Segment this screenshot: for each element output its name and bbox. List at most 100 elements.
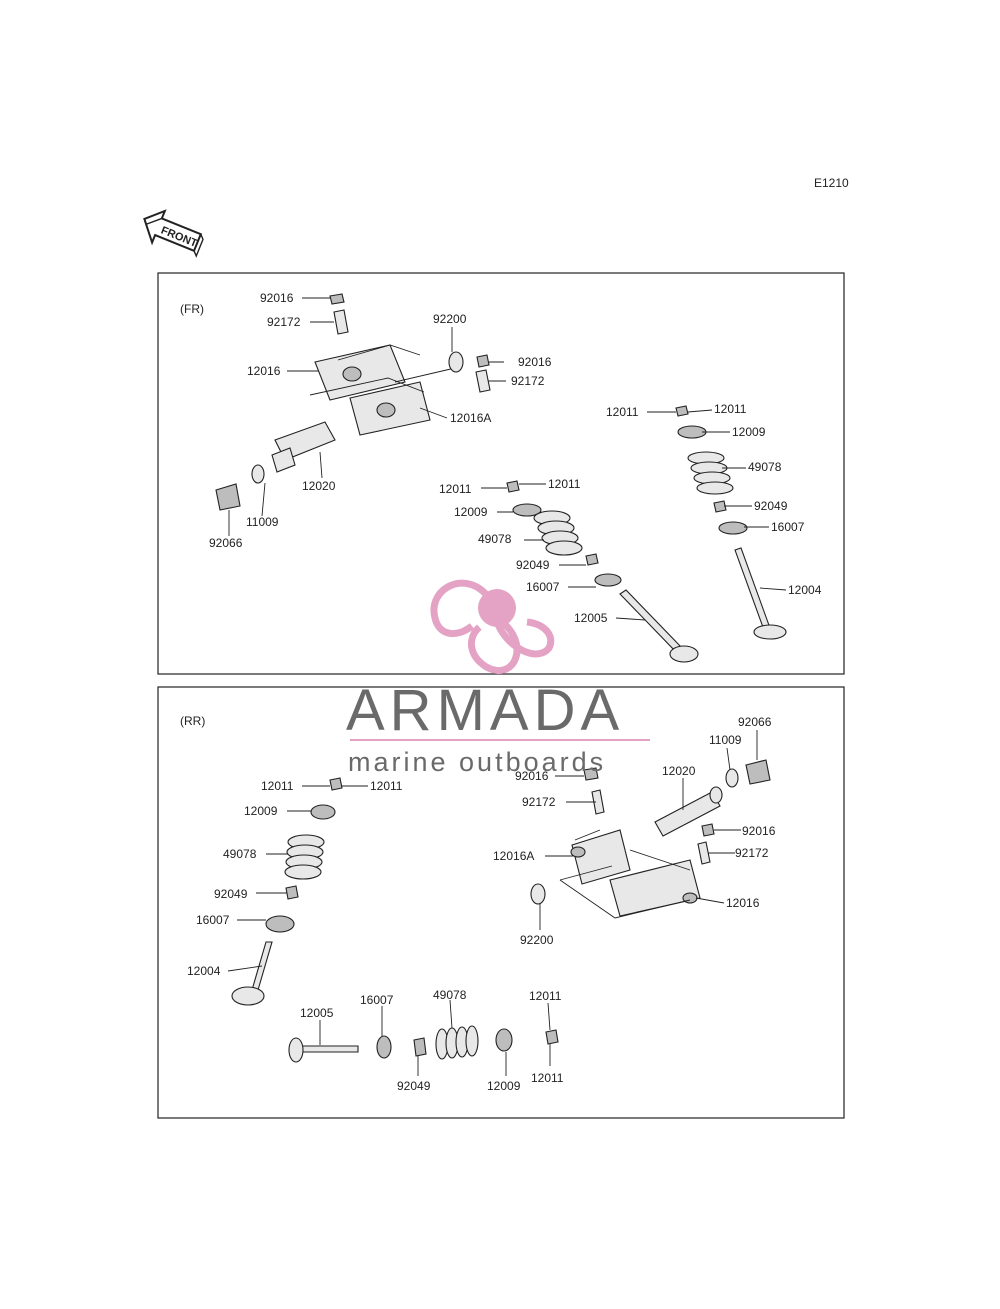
callout-fr-12016: 12016 (247, 364, 281, 378)
callout-rr-12020: 12020 (662, 764, 696, 778)
nut-rr-92016a (583, 767, 599, 781)
retainer-fr-12009b (512, 503, 542, 517)
callout-fr-92049b: 92049 (516, 558, 550, 572)
cap-rr-92066 (745, 759, 771, 785)
seat-fr-16007b (594, 573, 622, 587)
o-ring-fr-11009 (251, 464, 265, 484)
callout-fr-12016A: 12016A (450, 411, 491, 425)
screw-fr-92172a (333, 309, 349, 335)
callout-rr-92049: 92049 (214, 887, 248, 901)
panel-front-cylinder: (FR) (157, 272, 845, 675)
callout-fr-92200: 92200 (433, 312, 467, 326)
callout-rr-92200: 92200 (520, 933, 554, 947)
screw-fr-92172b (475, 369, 491, 393)
callout-fr-12004: 12004 (788, 583, 822, 597)
callout-fr-92172b: 92172 (511, 374, 545, 388)
callout-fr-16007b: 16007 (526, 580, 560, 594)
cotter-fr-12011c (506, 480, 520, 493)
callout-rr-12016: 12016 (726, 896, 760, 910)
seat-rr-16007 (265, 915, 295, 933)
callout-rr-12004: 12004 (187, 964, 221, 978)
callout-rr-92172b: 92172 (735, 846, 769, 860)
callout-fr-12011c: 12011 (439, 482, 472, 496)
callout-rr-12016A: 12016A (493, 849, 534, 863)
nut-fr-92016a (329, 293, 345, 305)
callout-fr-49078b: 49078 (478, 532, 512, 546)
callout-rr-92016b: 92016 (742, 824, 776, 838)
callout-fr-11009: 11009 (246, 515, 279, 529)
o-ring-rr-92200 (530, 883, 546, 905)
callout-fr-12011b: 12011 (714, 402, 747, 416)
callout-rr-12005: 12005 (300, 1006, 334, 1020)
callout-fr-92066: 92066 (209, 536, 243, 550)
panel-rear-cylinder: (RR) (157, 686, 845, 1119)
callout-rr-92172a: 92172 (522, 795, 556, 809)
rocker-shaft-fr (271, 421, 336, 473)
cotter-rr-12011c (545, 1029, 559, 1045)
propeller-logo-icon (430, 579, 555, 674)
callout-rr-12009b: 12009 (487, 1079, 521, 1093)
seat-fr-16007 (718, 521, 748, 535)
callout-rr-92049b: 92049 (397, 1079, 431, 1093)
panel-rr-frame (157, 686, 845, 1119)
nut-fr-92016b (476, 354, 490, 368)
callout-fr-92016b: 92016 (518, 355, 552, 369)
watermark: ARMADA marine outboards (346, 579, 650, 777)
callout-rr-12011c: 12011 (529, 989, 562, 1003)
callout-rr-12009: 12009 (244, 804, 278, 818)
cotter-fr-12011a (675, 405, 689, 417)
panel-fr-label: (FR) (180, 302, 204, 316)
spring-fr-49078b (533, 510, 583, 556)
callout-rr-12011d: 12011 (531, 1071, 564, 1085)
retainer-fr-12009 (677, 425, 707, 439)
seal-rr-92049b (413, 1037, 427, 1057)
callout-rr-49078: 49078 (223, 847, 257, 861)
valve-fr-12004 (734, 547, 787, 640)
callout-rr-16007b: 16007 (360, 993, 394, 1007)
diagram-code: E1210 (814, 176, 849, 190)
screw-rr-92172a (591, 789, 605, 815)
spring-rr-49078 (284, 834, 325, 880)
callout-fr-16007: 16007 (771, 520, 805, 534)
o-ring-rr-11009 (725, 768, 739, 788)
screw-rr-92172b (697, 841, 711, 865)
retainer-rr-12009b (495, 1028, 513, 1052)
callout-rr-12011a: 12011 (261, 779, 294, 793)
o-ring-fr-92200 (448, 351, 464, 373)
panel-fr-frame (157, 272, 845, 675)
watermark-tagline: marine outboards (348, 747, 606, 777)
callout-rr-49078b: 49078 (433, 988, 467, 1002)
nut-rr-92016b (701, 823, 715, 837)
valve-rr-12005 (288, 1037, 359, 1063)
spring-fr-49078 (687, 451, 734, 495)
callout-fr-12011d: 12011 (548, 477, 581, 491)
callout-fr-92049: 92049 (754, 499, 788, 513)
panel-rr-label: (RR) (180, 714, 205, 728)
valve-rr-12004 (231, 941, 273, 1006)
callout-rr-92016a: 92016 (515, 769, 549, 783)
seat-rr-16007b (376, 1035, 392, 1059)
callout-rr-12011b: 12011 (370, 779, 403, 793)
cap-fr-92066 (215, 483, 241, 511)
rocker-shaft-rr (654, 786, 723, 837)
callout-fr-12009: 12009 (732, 425, 766, 439)
valve-fr-12005 (619, 589, 699, 663)
front-arrow-icon: FRONT (143, 209, 204, 258)
seal-rr-92049 (285, 885, 299, 900)
callout-rr-16007: 16007 (196, 913, 230, 927)
callout-rr-92066: 92066 (738, 715, 772, 729)
callout-fr-12005: 12005 (574, 611, 608, 625)
seal-fr-92049b (585, 553, 599, 566)
callout-fr-12011a: 12011 (606, 405, 639, 419)
callout-fr-92172a: 92172 (267, 315, 301, 329)
callout-fr-12020: 12020 (302, 479, 336, 493)
spring-rr-49078b (435, 1025, 479, 1060)
watermark-brand: ARMADA (346, 678, 624, 743)
callout-fr-49078: 49078 (748, 460, 782, 474)
callout-rr-11009: 11009 (709, 733, 742, 747)
callout-fr-92016a: 92016 (260, 291, 294, 305)
callout-fr-12009b: 12009 (454, 505, 488, 519)
retainer-rr-12009 (310, 804, 336, 820)
